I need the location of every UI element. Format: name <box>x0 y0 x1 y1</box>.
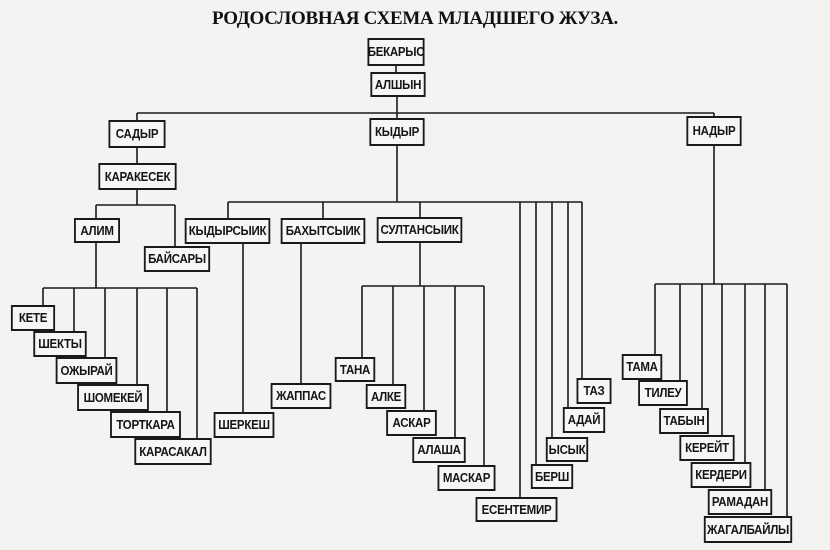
node-alke: АЛКЕ <box>365 384 407 409</box>
node-karakesek: КАРАКЕСЕК <box>98 163 177 190</box>
node-ramadan: РАМАДАН <box>707 489 773 515</box>
node-shekty: ШЕКТЫ <box>33 331 87 357</box>
node-ysyk: ЫСЫК <box>545 437 589 462</box>
node-zhagalbaily: ЖАГАЛБАЙЛЫ <box>703 516 793 543</box>
node-kereit: КЕРЕЙТ <box>679 435 735 461</box>
node-kydyr: КЫДЫР <box>369 118 425 146</box>
node-kydyrsyik: КЫДЫРСЫИК <box>184 218 271 244</box>
node-tabyn: ТАБЫН <box>659 408 709 434</box>
node-taz: ТАЗ <box>576 378 612 404</box>
node-ozhyrai: ОЖЫРАЙ <box>55 357 118 384</box>
node-baisary: БАЙСАРЫ <box>143 246 211 272</box>
node-karasakal: КАРАСАКАЛ <box>134 438 212 465</box>
node-esentemir: ЕСЕНТЕМИР <box>475 497 558 522</box>
node-shomekei: ШОМЕКЕЙ <box>77 384 149 411</box>
node-kerderi: КЕРДЕРИ <box>690 462 752 488</box>
node-alim: АЛИМ <box>74 218 120 243</box>
diagram-title: РОДОСЛОВНАЯ СХЕМА МЛАДШЕГО ЖУЗА. <box>212 8 618 29</box>
node-tana: ТАНА <box>334 357 376 382</box>
node-nadyr: НАДЫР <box>686 116 742 146</box>
node-askar: АСКАР <box>386 410 437 436</box>
node-tama: ТАМА <box>621 354 663 380</box>
node-alshyn: АЛШЫН <box>370 72 426 97</box>
node-tileu: ТИЛЕУ <box>638 380 688 406</box>
node-sherkesh: ШЕРКЕШ <box>213 412 275 438</box>
node-maskar: МАСКАР <box>437 465 496 491</box>
node-sadyr: САДЫР <box>108 120 166 148</box>
node-tortkara: ТОРТКАРА <box>110 411 181 438</box>
node-bakhytsyik: БАХЫТСЫИК <box>280 218 366 244</box>
node-alasha: АЛАША <box>412 437 466 463</box>
node-bekarys: БЕКАРЫС <box>367 38 425 66</box>
node-sultansyik: СУЛТАНСЫИК <box>376 217 463 243</box>
node-zhappas: ЖАППАС <box>270 383 332 409</box>
node-kete: КЕТЕ <box>10 305 56 331</box>
node-bersh: БЕРШ <box>530 464 574 489</box>
node-adai: АДАЙ <box>562 407 606 433</box>
